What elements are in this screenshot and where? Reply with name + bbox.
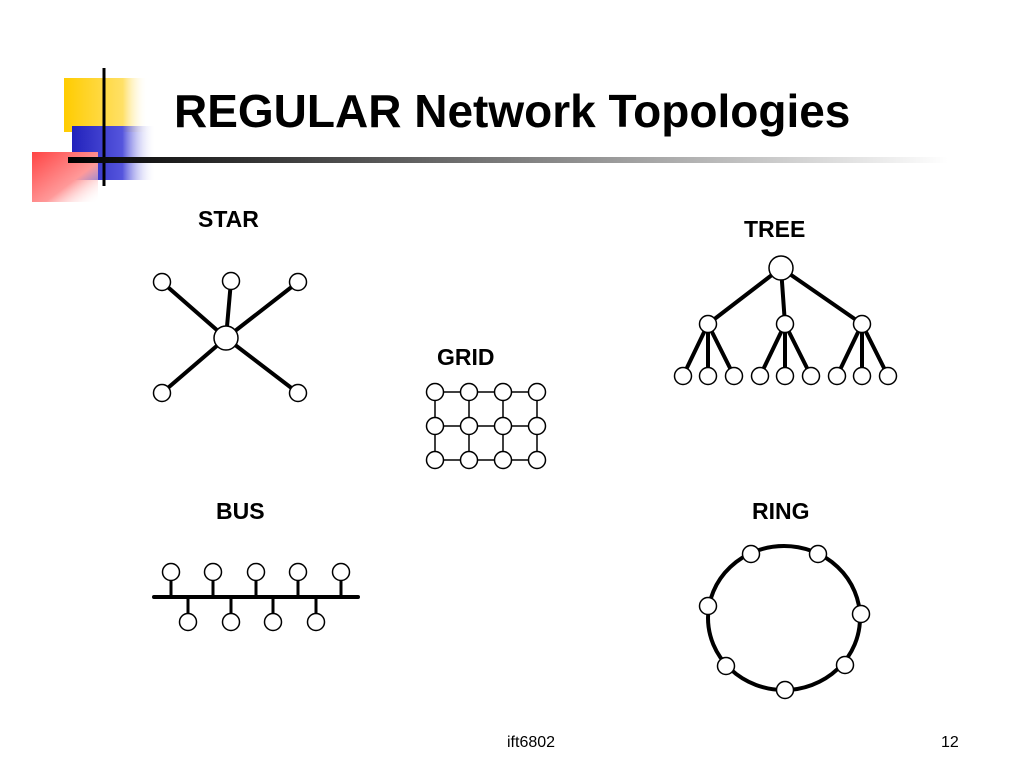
grid-node — [459, 450, 479, 470]
grid-node — [527, 416, 547, 436]
footer-text: ift6802 — [507, 734, 556, 751]
slide-title: REGULAR Network Topologies — [174, 85, 851, 137]
grid-node — [493, 450, 513, 470]
tree-leaf-node — [801, 366, 821, 386]
tree-leaf-node — [827, 366, 847, 386]
star-edge — [224, 336, 300, 395]
tree-leaf-node — [698, 366, 718, 386]
tree-topology — [673, 255, 898, 386]
ring-node — [851, 604, 871, 624]
ring-node — [835, 655, 855, 675]
star-leaf-node — [152, 383, 172, 403]
ring-node — [741, 544, 761, 564]
bus-node — [246, 562, 266, 582]
ring-node — [698, 596, 718, 616]
tree-edge — [779, 266, 864, 326]
grid-node — [459, 416, 479, 436]
grid-node — [425, 416, 445, 436]
bus-node — [161, 562, 181, 582]
grid-node — [527, 382, 547, 402]
tree-root-node — [768, 255, 794, 281]
star-leaf-node — [288, 383, 308, 403]
grid-node — [425, 382, 445, 402]
tree-leaf-node — [750, 366, 770, 386]
star-edge — [160, 280, 228, 340]
star-edge — [224, 280, 300, 340]
ring-node — [808, 544, 828, 564]
star-leaf-node — [221, 271, 241, 291]
grid-node — [425, 450, 445, 470]
grid-node — [459, 382, 479, 402]
star-label: STAR — [198, 206, 259, 232]
bus-node — [306, 612, 326, 632]
tree-leaf-node — [673, 366, 693, 386]
bus-node — [221, 612, 241, 632]
tree-edge — [706, 266, 783, 326]
bus-topology — [152, 562, 360, 632]
star-edge — [160, 336, 228, 395]
tree-leaf-node — [878, 366, 898, 386]
title-rule — [68, 157, 948, 163]
tree-edge — [835, 322, 864, 378]
bus-node — [203, 562, 223, 582]
tree-edge — [783, 322, 813, 378]
tree-leaf-node — [775, 366, 795, 386]
bus-node — [331, 562, 351, 582]
bus-label: BUS — [216, 498, 265, 524]
ring-label: RING — [752, 498, 810, 524]
star-hub-node — [213, 325, 239, 351]
tree-edge — [681, 322, 710, 378]
grid-label: GRID — [437, 344, 495, 370]
star-topology — [152, 271, 308, 403]
bus-node — [288, 562, 308, 582]
bus-node — [263, 612, 283, 632]
star-leaf-node — [152, 272, 172, 292]
tree-leaf-node — [724, 366, 744, 386]
tree-branch-node — [698, 314, 718, 334]
ring-topology — [698, 544, 871, 700]
bus-node — [178, 612, 198, 632]
grid-topology — [425, 382, 547, 470]
tree-branch-node — [775, 314, 795, 334]
tree-leaf-node — [852, 366, 872, 386]
ring-node — [775, 680, 795, 700]
star-leaf-node — [288, 272, 308, 292]
page-number: 12 — [941, 734, 959, 751]
grid-node — [527, 450, 547, 470]
grid-node — [493, 382, 513, 402]
decor-yellow-square — [64, 78, 148, 132]
ring-node — [716, 656, 736, 676]
tree-label: TREE — [744, 216, 806, 242]
title-decoration — [32, 68, 948, 202]
tree-edge — [706, 322, 736, 378]
tree-branch-node — [852, 314, 872, 334]
tree-edge — [758, 322, 787, 378]
tree-edge — [860, 322, 890, 378]
grid-node — [493, 416, 513, 436]
